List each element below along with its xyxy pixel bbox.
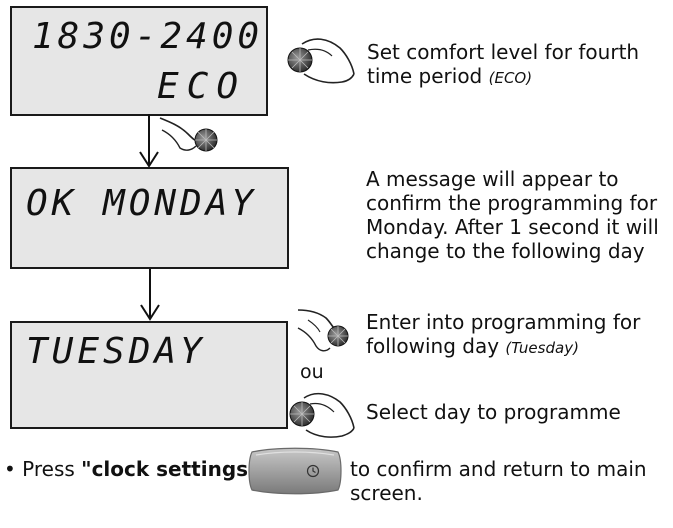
step1-note: (ECO) [488, 69, 533, 87]
step3-description: Enter into programming for following day… [366, 310, 671, 360]
arrow-down-2 [140, 269, 160, 321]
or-label: ou [300, 361, 324, 383]
clock-settings-button[interactable] [246, 446, 344, 496]
step2-description: A message will appear to confirm the pro… [366, 167, 659, 263]
step1-text: Set comfort level for fourth time period [367, 40, 640, 88]
hand-pressing-knob-icon [158, 112, 222, 160]
lcd-line-2: ECO [156, 66, 246, 107]
footer-prefix: Press [22, 457, 75, 481]
lcd-line-1: OK MONDAY [26, 183, 258, 224]
step3-text: Enter into programming for following day [366, 310, 641, 358]
footer-bullet: • [4, 457, 16, 481]
arrow-down-1 [139, 114, 159, 168]
clock-icon [306, 464, 320, 478]
footer-suffix: to confirm and return to main screen. [350, 457, 647, 505]
lcd-screen-3: TUESDAY [10, 321, 288, 429]
lcd-line-1: 1830-2400 [32, 16, 264, 57]
hand-turning-knob-icon [286, 386, 356, 446]
footer-button-name: "clock settings" [81, 457, 259, 481]
footer-instruction: • Press "clock settings" [4, 457, 670, 481]
step3-note: (Tuesday) [505, 339, 579, 357]
lcd-screen-1: 1830-2400 ECO [10, 6, 268, 116]
lcd-line-1: TUESDAY [26, 331, 206, 372]
hand-pressing-knob-icon [296, 302, 352, 362]
hand-turning-knob-icon [284, 30, 356, 92]
step1-description: Set comfort level for fourth time period… [367, 40, 667, 90]
lcd-screen-2: OK MONDAY [10, 167, 289, 269]
step4-description: Select day to programme [366, 400, 621, 424]
